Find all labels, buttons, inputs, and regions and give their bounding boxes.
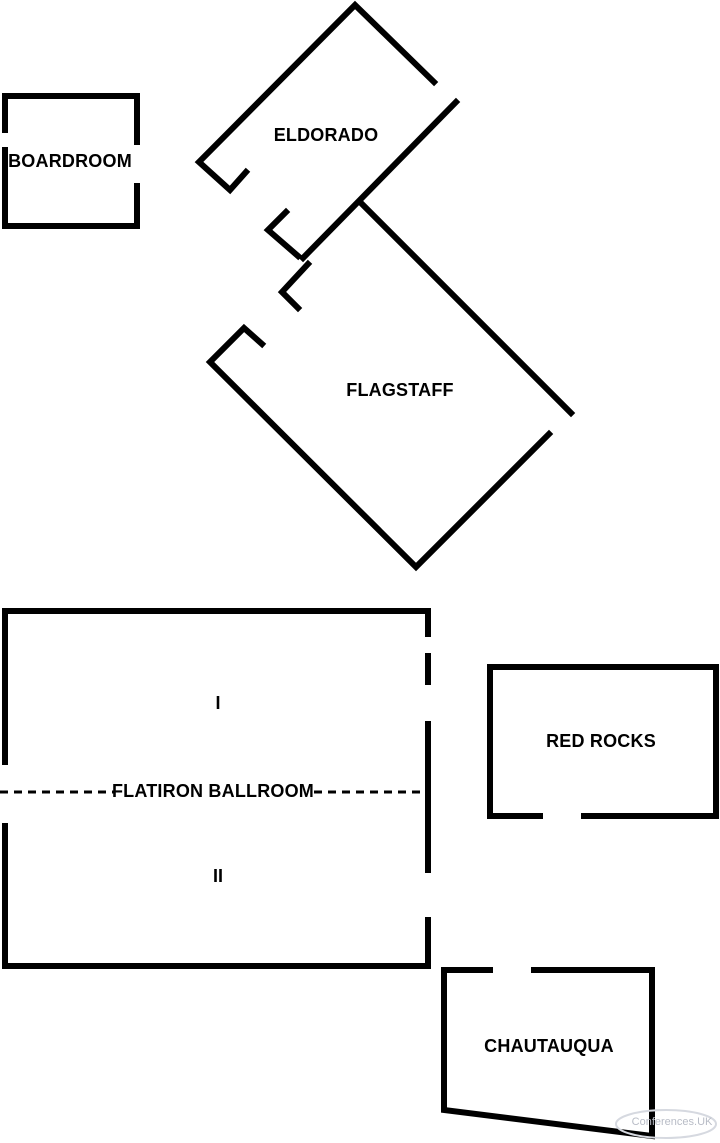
room-flagstaff[interactable]: FLAGSTAFF (205, 199, 576, 572)
eldorado-walls-lower (263, 207, 303, 261)
eldorado-label: ELDORADO (274, 125, 379, 145)
red-rocks-label: RED ROCKS (546, 731, 656, 751)
flatiron-label: FLATIRON BALLROOM (112, 781, 314, 801)
flatiron-section-1-label: I (215, 693, 220, 713)
flagstaff-label: FLAGSTAFF (346, 380, 453, 400)
eldorado-walls-upper (194, 0, 439, 195)
flatiron-walls-top (2, 608, 431, 765)
flagstaff-walls-left (205, 323, 554, 572)
room-red-rocks[interactable]: RED ROCKS (487, 664, 719, 819)
red-rocks-walls (487, 664, 719, 819)
watermark-swoosh (615, 1109, 717, 1139)
eldorado-walls-right (298, 97, 461, 263)
room-boardroom[interactable]: BOARDROOM (2, 93, 140, 229)
watermark-text: Conferences.UK (632, 1116, 713, 1128)
room-chautauqua[interactable]: CHAUTAUQUA (441, 967, 655, 1140)
corridor-connector (277, 259, 313, 313)
flatiron-walls-bottom (2, 823, 431, 969)
boardroom-label: BOARDROOM (8, 151, 132, 171)
room-eldorado[interactable]: ELDORADO (194, 0, 461, 263)
flatiron-section-2-label: II (213, 866, 223, 886)
chautauqua-walls (441, 967, 655, 1140)
flagstaff-walls-top (357, 199, 576, 418)
watermark-logo: Conferences.UK (615, 1109, 717, 1139)
boardroom-walls (2, 93, 140, 145)
room-flatiron-ballroom[interactable]: FLATIRON BALLROOM I II (0, 608, 431, 969)
boardroom-walls-lower (2, 147, 140, 229)
chautauqua-label: CHAUTAUQUA (484, 1036, 614, 1056)
